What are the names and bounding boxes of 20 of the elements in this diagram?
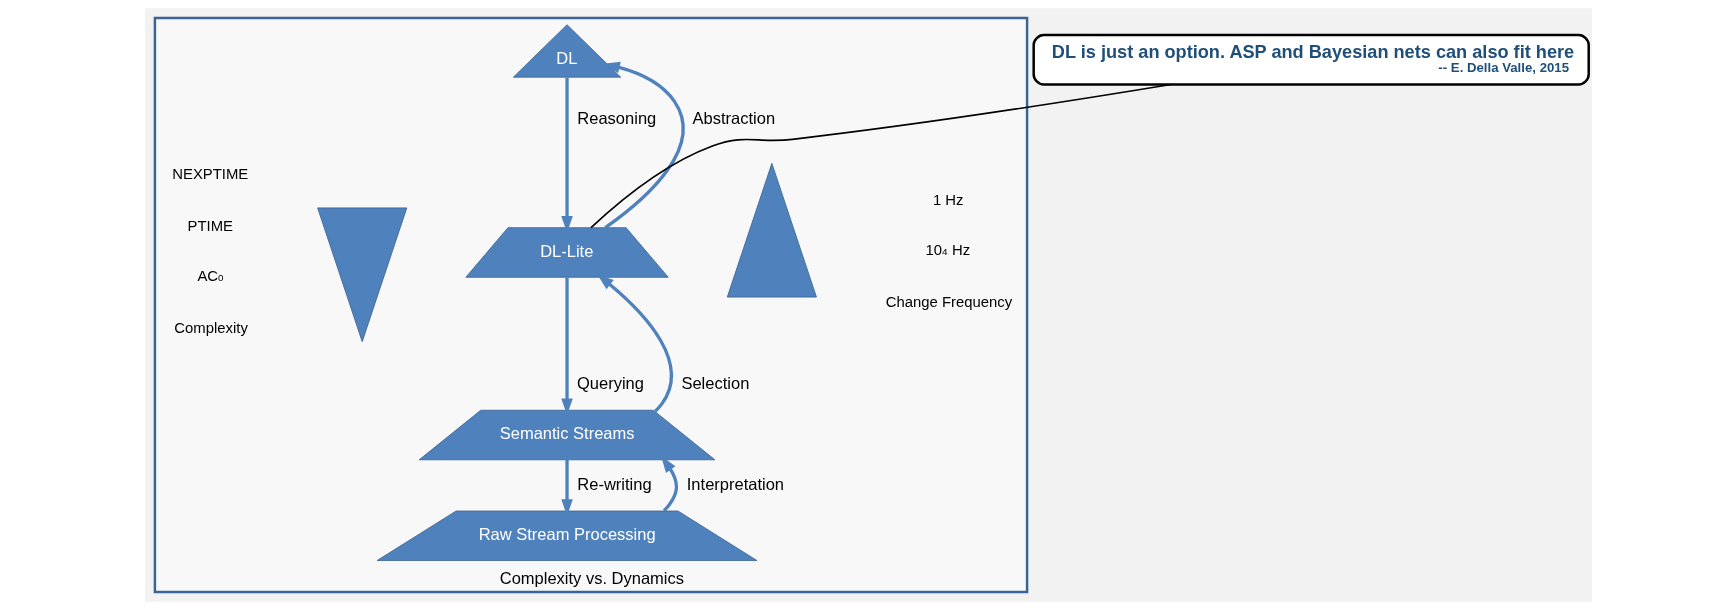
node-label: 1 Hz — [932, 191, 963, 208]
edge-label: Re-writing — [576, 474, 652, 493]
connector — [589, 83, 1172, 229]
node-label: Change Frequency — [885, 294, 1012, 311]
arrow — [660, 456, 678, 512]
node-label: AC0 — [196, 267, 224, 284]
node-label: Complexity — [173, 319, 248, 336]
edge-label: Selection — [680, 373, 749, 392]
edge-label: Abstraction — [692, 109, 775, 128]
node-label: 104 Hz — [924, 242, 970, 259]
node-triangle — [316, 207, 407, 343]
arrow — [596, 274, 673, 413]
edge-label: Reasoning — [576, 109, 656, 128]
node-label: PTIME — [187, 217, 233, 234]
arrow — [602, 61, 685, 229]
node-triangle — [726, 162, 817, 298]
node-box: DL is just an option. ASP and Bayesian nets can also fit here -- E. Della Valle, 2015 — [1031, 33, 1590, 86]
edge-label: Querying — [576, 373, 644, 392]
edge-label: Interpretation — [686, 474, 784, 493]
node-label: NEXPTIME — [171, 166, 248, 183]
